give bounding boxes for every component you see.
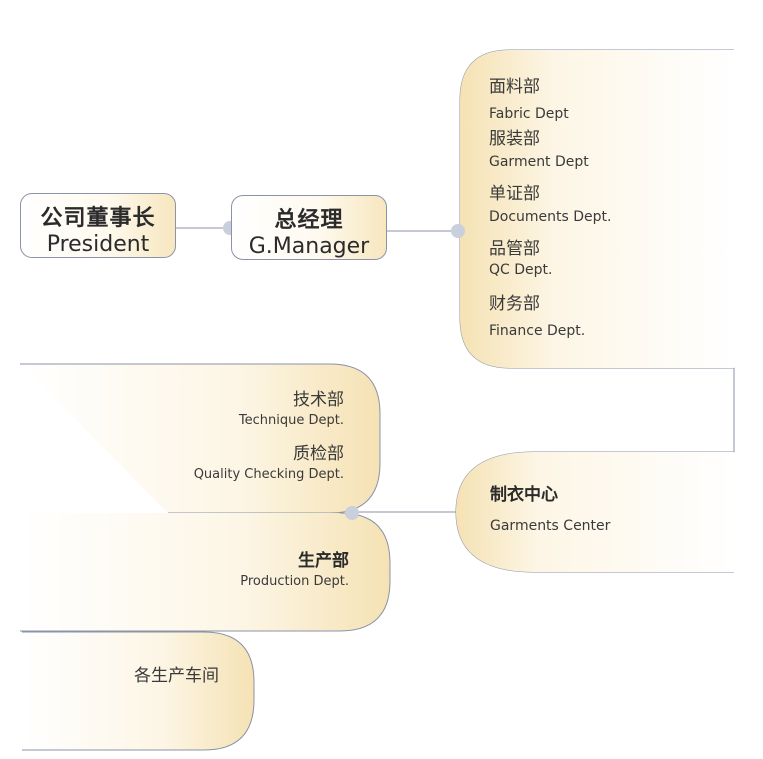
connector-dot-manager [451,224,465,238]
dept-quality-checking: 质检部 Quality Checking Dept. [193,444,344,482]
dept-technique: 技术部 Technique Dept. [238,390,344,428]
president-en: President [46,232,150,257]
manager-box: 总经理 G.Manager [231,195,387,260]
production-zh: 生产部 [298,551,349,571]
office-panel-fill [460,50,734,368]
garments-center-zh: 制衣中心 [490,485,558,505]
connector-dot-production [345,506,359,520]
production-panel-shape [20,513,390,631]
tech-panel-shape [20,364,380,513]
dept-qc: 品管部 QC Dept. [489,239,553,278]
manager-en: G.Manager [248,234,370,259]
garments-center-fill [456,452,734,572]
dept-fabric: 面料部 Fabric Dept [489,77,569,122]
production-dept: 生产部 Production Dept. [100,550,349,592]
president-box: 公司董事长 President [20,193,176,258]
dept-finance: 财务部 Finance Dept. [489,294,586,339]
president-zh: 公司董事长 [40,206,156,231]
dept-documents: 单证部 Documents Dept. [489,184,612,225]
workshops-zh: 各生产车间 [134,666,219,686]
production-en: Production Dept. [240,574,349,589]
manager-zh: 总经理 [274,208,344,233]
garments-center: 制衣中心 Garments Center [490,484,730,536]
garments-center-en: Garments Center [490,518,611,534]
workshops-panel-shape [22,632,254,750]
tech-dept-list: 技术部 Technique Dept. 质检部 Quality Checking… [100,389,344,485]
workshops: 各生产车间 [20,665,219,687]
dept-garment: 服装部 Garment Dept [489,129,589,170]
office-dept-list: 面料部 Fabric Dept 服装部 Garment Dept 单证部 Doc… [489,76,729,348]
